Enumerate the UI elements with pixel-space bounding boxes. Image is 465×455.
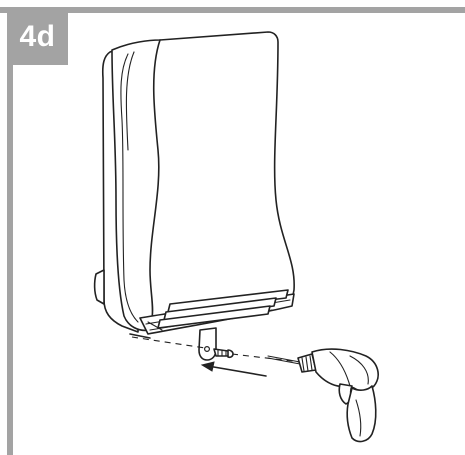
frame-left-border: [7, 7, 13, 455]
direction-arrow: [200, 361, 267, 377]
grille-louvres: [147, 289, 289, 331]
wall-unit: [93, 31, 295, 339]
cordless-drill: [267, 348, 379, 443]
step-label: 4d: [19, 20, 56, 53]
alignment-lines: [131, 336, 301, 363]
step-badge: 4d: [7, 7, 68, 65]
frame-top-border: [0, 7, 465, 13]
mounting-bracket: [198, 327, 217, 361]
screw: [213, 348, 234, 359]
